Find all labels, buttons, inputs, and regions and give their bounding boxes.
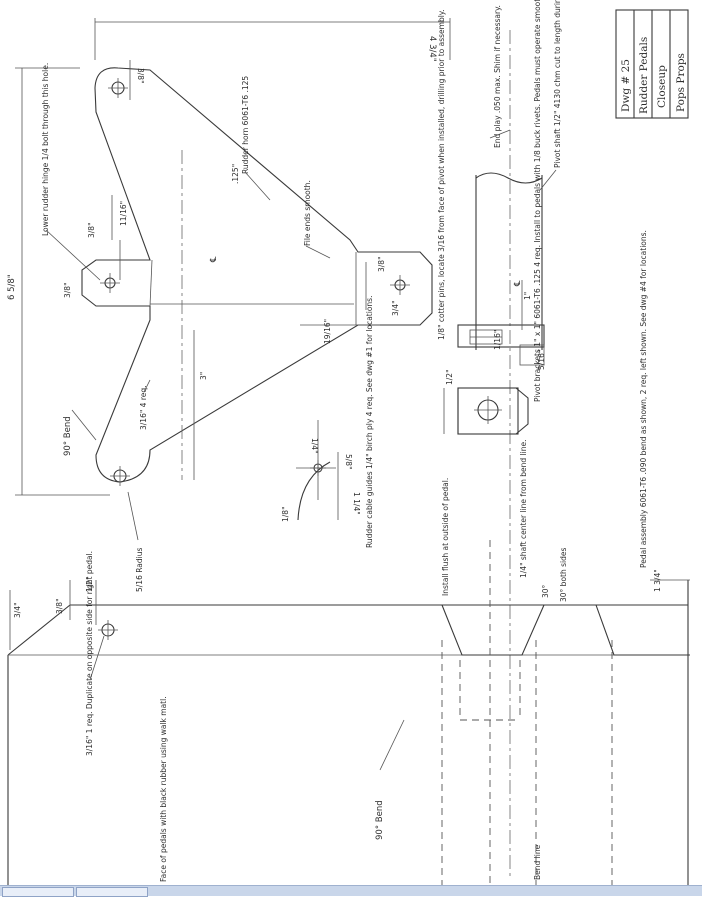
pivot-icon bbox=[474, 396, 502, 424]
dim-4-3-4: 4 3/4" bbox=[427, 36, 437, 62]
dim-125: .125" bbox=[231, 164, 240, 184]
hole-icon bbox=[390, 275, 410, 295]
hole-icon bbox=[108, 78, 128, 98]
note-pivot-shaft: Pivot shaft 1/2" 4130 chm cut to length … bbox=[553, 0, 562, 168]
dim-6-5-8: 6 5/8" bbox=[7, 274, 17, 300]
dim-1-2-pivot: 1/2" bbox=[445, 369, 454, 385]
note-bend-line: Bend line bbox=[533, 844, 542, 880]
drawing-subtitle: Closeup bbox=[656, 65, 668, 108]
pedal: 3/4" 3/8" 1/2" 1 3/4" 30° Install flush … bbox=[7, 230, 690, 885]
dim-3-8-left: 3/8" bbox=[87, 222, 96, 238]
dim-1-2-pedal: 1/2" bbox=[85, 576, 94, 592]
hole-icon bbox=[100, 273, 120, 293]
note-hole-1-req: 3/16" 1 req. Duplicate on opposite side … bbox=[85, 551, 94, 756]
hole-icon bbox=[110, 466, 130, 486]
note-face-of-pedals: Face of pedals with black rubber using w… bbox=[159, 696, 168, 882]
taskbar-tab[interactable] bbox=[76, 887, 148, 897]
center-line-label: ℄ bbox=[209, 256, 219, 263]
dim-5-16: 5/16" bbox=[537, 350, 546, 370]
rudder-horn: ℄ 4 3/4" 6 5/8" 3/8" 3/8" 3/8" 3/8" 11/1… bbox=[7, 18, 451, 592]
dim-3-4-pedal: 3/4" bbox=[13, 602, 22, 618]
note-lower-rudder-hinge: Lower rudder hinge 1/4 bolt through this… bbox=[41, 63, 50, 236]
cable-guide-detail: 1/4" 5/8" 1/8" 1 1/4" Rudder cable guide… bbox=[281, 296, 374, 548]
note-shaft-center: 1/4" shaft center line from bend line. bbox=[519, 440, 528, 578]
dim-3-4-right: 3/4" bbox=[391, 300, 400, 316]
dim-11-16: 11/16" bbox=[119, 201, 128, 226]
dim-1-16: 1/16" bbox=[493, 330, 502, 350]
dim-1: 1" bbox=[523, 292, 532, 300]
note-5-16-radius: 5/16 Radius bbox=[135, 548, 144, 592]
dim-3-8-right: 3/8" bbox=[377, 256, 386, 272]
dwg-number: Dwg # 25 bbox=[620, 59, 632, 112]
dim-5-8-cable: 5/8" bbox=[344, 454, 353, 470]
dim-30-deg: 30° bbox=[541, 584, 550, 598]
note-file-ends: File ends smooth. bbox=[303, 180, 312, 246]
note-install-flush: Install flush at outside of pedal. bbox=[441, 478, 450, 596]
hole-icon bbox=[98, 620, 118, 640]
note-rudder-cable-guides: Rudder cable guides 1/4" birch ply 4 req… bbox=[365, 296, 374, 548]
taskbar bbox=[0, 885, 702, 897]
note-rudder-horn: Rudder horn 6061-T6 .125 bbox=[241, 76, 250, 174]
centerline-label-shaft: ℄ bbox=[513, 280, 523, 287]
dim-3-8-mid: 3/8" bbox=[63, 282, 72, 298]
note-pivot-brackets: Pivot brackets 1" x 1" 6061-T6 .125 4 re… bbox=[533, 0, 542, 402]
dim-1-1-4: 1 1/4" bbox=[352, 492, 361, 515]
dim-3-8-top: 3/8" bbox=[136, 68, 145, 84]
dim-3: 3" bbox=[199, 372, 208, 380]
note-cotter-pins: 1/8" cotter pins, locate 3/16 from face … bbox=[437, 9, 446, 340]
note-90-bend-top: 90° Bend bbox=[63, 416, 73, 456]
note-both-sides: 30° both sides bbox=[559, 548, 568, 602]
note-pedal-assembly: Pedal assembly 6061-T6 .090 bend as show… bbox=[639, 230, 648, 568]
taskbar-tab[interactable] bbox=[2, 887, 74, 897]
note-3-16-4-req: 3/16" 4 req. bbox=[139, 385, 148, 430]
drawing-title: Rudder Pedals bbox=[638, 37, 650, 114]
dim-3-8-pedal: 3/8" bbox=[55, 598, 64, 614]
drawing-author: Pops Props bbox=[675, 53, 687, 112]
dim-1-8: 1/8" bbox=[281, 506, 290, 522]
dim-1-4: 1/4" bbox=[310, 438, 319, 454]
note-end-play: End play .050 max. Shim if necessary. bbox=[493, 5, 502, 148]
pivot-assembly: ℄ 1/16" 1" 5/16" 1/2" 1/8" cotter pins, … bbox=[437, 0, 562, 880]
dim-19-16: 19/16" bbox=[323, 319, 332, 344]
note-90-bend-bottom: 90° Bend bbox=[375, 800, 385, 840]
dim-1-3-4: 1 3/4" bbox=[653, 569, 662, 592]
title-block: Dwg # 25 Rudder Pedals Closeup Pops Prop… bbox=[615, 9, 689, 119]
